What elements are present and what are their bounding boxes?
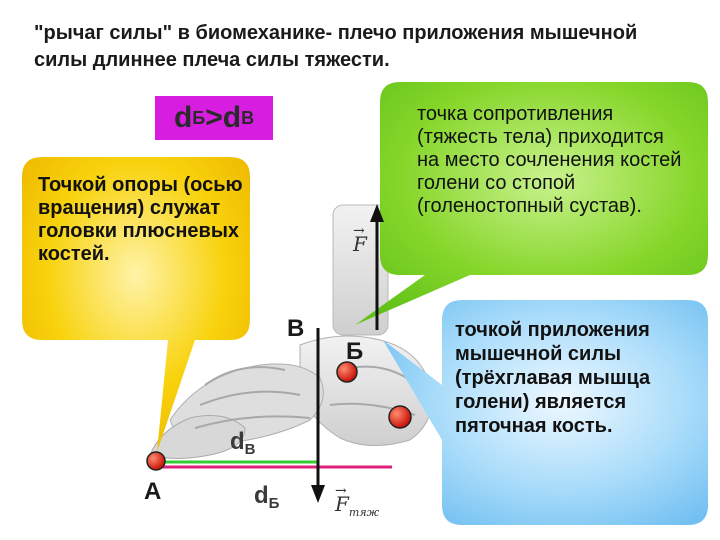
point-v-label: В bbox=[287, 315, 305, 342]
point-a-label: А bbox=[144, 478, 162, 505]
callout-muscle-force bbox=[383, 300, 708, 525]
arm-db-d: d bbox=[254, 482, 269, 509]
callout-fulcrum bbox=[22, 157, 250, 452]
point-a-marker bbox=[146, 451, 166, 471]
force-f-text: F bbox=[353, 232, 367, 256]
force-gravity-text: F bbox=[335, 492, 349, 516]
callout-fulcrum-text: Точкой опоры (осью вращения) служат голо… bbox=[38, 174, 243, 265]
formula-d2: d bbox=[222, 101, 242, 134]
formula-sub1: Б bbox=[192, 107, 206, 128]
arm-db-sub: Б bbox=[268, 495, 280, 512]
arm-label-db: dБ bbox=[254, 482, 279, 512]
force-arrowhead-gravity bbox=[311, 485, 325, 503]
formula-op: > bbox=[205, 101, 223, 134]
force-label-f: →F bbox=[353, 223, 367, 256]
arm-dv-sub: В bbox=[244, 441, 256, 458]
point-b-marker bbox=[336, 361, 358, 383]
formula-d1: d bbox=[173, 101, 193, 134]
arm-dv-d: d bbox=[230, 428, 245, 455]
point-b-label: Б bbox=[346, 338, 364, 365]
force-label-gravity: →Fтяж bbox=[335, 483, 380, 519]
callout-resistance-text: точка сопротивления (тяжесть тела) прихо… bbox=[417, 103, 682, 217]
page-title: "рычаг силы" в биомеханике- плечо прилож… bbox=[34, 22, 638, 71]
arm-label-dv: dВ bbox=[230, 428, 256, 458]
formula-sub2: В bbox=[241, 107, 255, 128]
force-gravity-sub: тяж bbox=[348, 506, 380, 519]
force-arrowhead-f bbox=[370, 204, 384, 222]
callout-resistance bbox=[355, 82, 708, 325]
point-heel-marker bbox=[388, 405, 412, 429]
callout-muscle-text: точкой приложения мышечной силы (трёхгла… bbox=[455, 319, 651, 437]
